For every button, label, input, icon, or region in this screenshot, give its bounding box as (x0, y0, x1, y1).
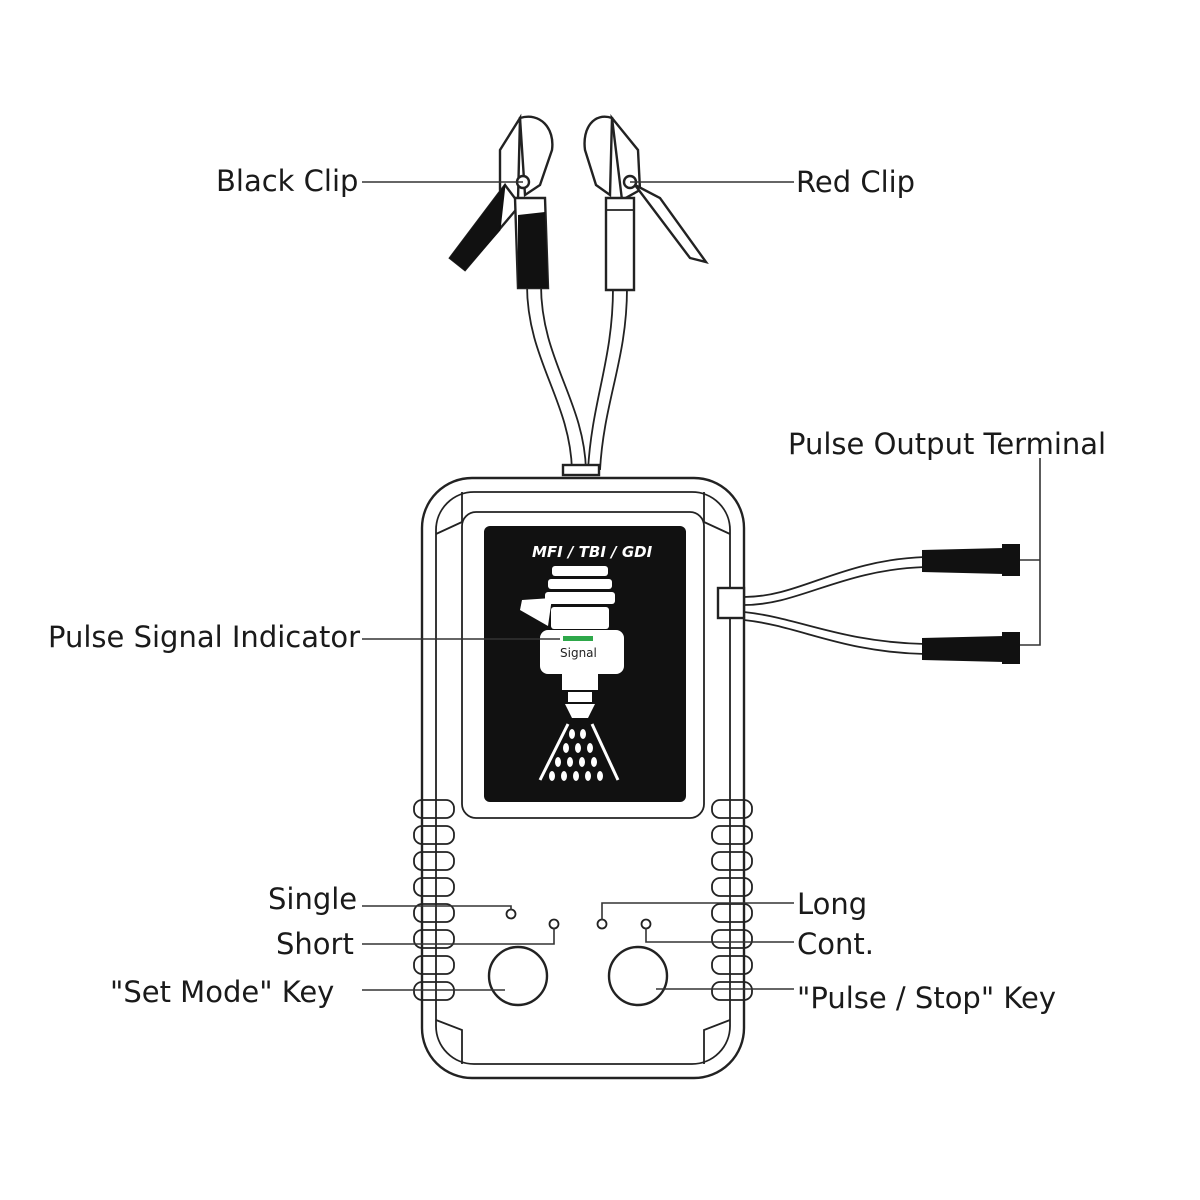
screen-title: MFI / TBI / GDI (532, 543, 653, 561)
pulse-stop-key[interactable] (607, 945, 669, 1007)
output-probe-bottom (922, 636, 1004, 662)
label-long: Long (797, 887, 867, 921)
pulse-output-leads (743, 544, 1020, 664)
label-pulse-signal-indicator: Pulse Signal Indicator (48, 620, 360, 654)
injector-icon: Signal (520, 566, 624, 781)
label-pulse-output-terminal: Pulse Output Terminal (788, 427, 1106, 461)
leader-lines (362, 181, 1041, 991)
set-mode-key[interactable] (487, 945, 549, 1007)
tester-screen: MFI / TBI / GDI Signal (484, 526, 686, 802)
label-short: Short (276, 927, 354, 961)
red-clip (583, 114, 709, 292)
label-set-mode-key: "Set Mode" Key (110, 975, 334, 1009)
clip-cables (526, 284, 628, 477)
label-cont: Cont. (797, 927, 874, 961)
label-black-clip: Black Clip (216, 164, 358, 198)
pulse-signal-led (563, 636, 593, 641)
black-clip (448, 113, 554, 290)
output-probe-top (922, 548, 1004, 574)
screen-signal-text: Signal (560, 646, 597, 660)
label-red-clip: Red Clip (796, 165, 915, 199)
label-single: Single (268, 882, 357, 916)
label-pulse-stop-key: "Pulse / Stop" Key (797, 981, 1056, 1015)
